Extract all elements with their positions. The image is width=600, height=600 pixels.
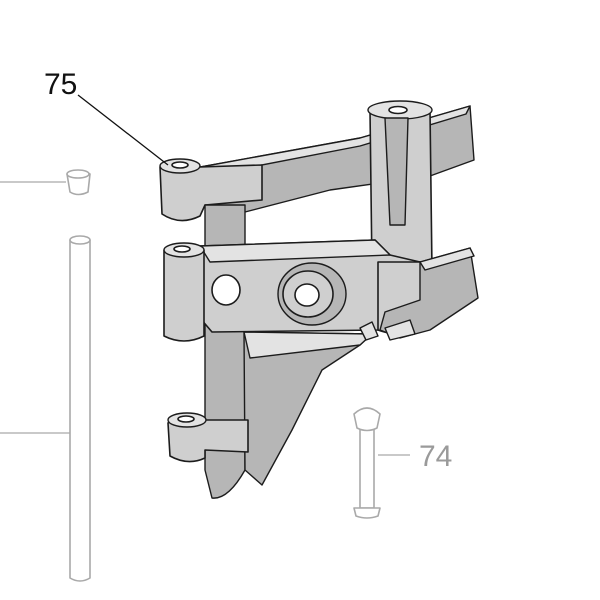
pin-74-part: 74 bbox=[353, 407, 452, 519]
upper-post-slot bbox=[384, 117, 409, 226]
muted-long-rod-top bbox=[69, 235, 91, 245]
central-boss-bore bbox=[294, 283, 320, 307]
lower-gusset-edge bbox=[243, 331, 373, 359]
middle-body-side-hole bbox=[211, 274, 241, 306]
pin-74-callout: 74 bbox=[419, 440, 452, 473]
muted-long-rod bbox=[69, 239, 91, 582]
muted-cap-top bbox=[66, 169, 90, 179]
wedge-rib-2 bbox=[384, 319, 416, 341]
top-hinge-hole bbox=[171, 161, 189, 169]
muted-long-rod-part bbox=[0, 235, 91, 582]
callout-75-group: 75 bbox=[44, 68, 169, 166]
bottom-hinge-hole bbox=[177, 415, 195, 423]
hinge-bracket-assembly bbox=[159, 100, 479, 499]
middle-body-top bbox=[199, 239, 391, 263]
middle-hinge-hole bbox=[173, 245, 191, 253]
pin-74-tip bbox=[353, 507, 381, 519]
part-75-leader bbox=[77, 94, 169, 166]
wedge-rib-1 bbox=[359, 321, 379, 341]
middle-hinge-knuckle bbox=[163, 249, 205, 342]
pin-74-shaft bbox=[359, 423, 375, 509]
right-wedge-top bbox=[419, 247, 475, 271]
part-75-callout: 75 bbox=[44, 68, 77, 101]
pin-74-head bbox=[353, 407, 381, 432]
muted-cap-part bbox=[0, 169, 91, 196]
upper-post-bore bbox=[388, 105, 408, 115]
